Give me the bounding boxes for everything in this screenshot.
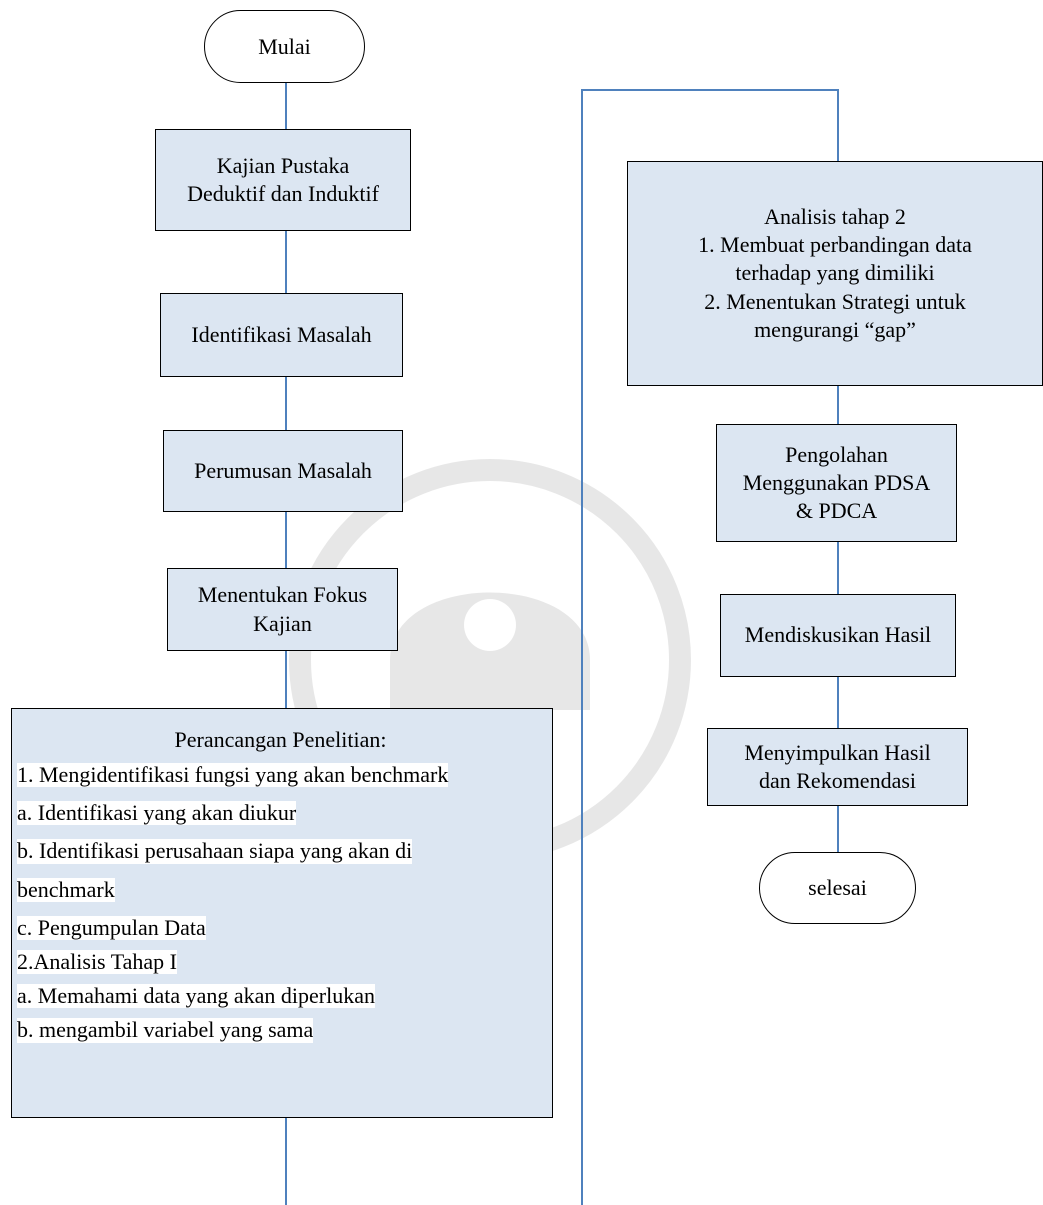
connector-step7-to-step8 — [837, 542, 839, 594]
connector-step4-to-step5 — [285, 651, 287, 708]
connector-start-to-step1 — [285, 83, 287, 129]
step-menentukan-fokus-line-2: Kajian — [253, 610, 312, 636]
connector-bridge-up — [581, 89, 583, 1205]
perancangan-item: 1. Mengidentifikasi fungsi yang akan ben… — [17, 762, 449, 788]
perancangan-item: a. Identifikasi yang akan diukur — [17, 800, 297, 826]
analisis-tahap-2-line-1: Analisis tahap 2 — [764, 204, 906, 230]
connector-step8-to-step9 — [837, 677, 839, 728]
connector-step3-to-step4 — [285, 512, 287, 568]
pengolahan-line-1: Pengolahan — [785, 441, 888, 467]
connector-step5-down — [285, 1118, 287, 1205]
connector-bridge-down — [837, 89, 839, 161]
connector-bridge-across — [581, 89, 839, 91]
step-identifikasi-masalah-label: Identifikasi Masalah — [191, 321, 372, 347]
analisis-tahap-2-line-2: 1. Membuat perbandingan data — [698, 232, 972, 258]
perancangan-item: benchmark — [17, 876, 115, 902]
step-identifikasi-masalah: Identifikasi Masalah — [160, 293, 403, 377]
perancangan-item: 2.Analisis Tahap I — [17, 948, 177, 975]
step-kajian-pustaka-line-1: Kajian Pustaka — [216, 152, 350, 178]
analisis-tahap-2-line-3: terhadap yang dimiliki — [735, 260, 935, 286]
step-menyimpulkan-hasil: Menyimpulkan Hasil dan Rekomendasi — [707, 728, 968, 806]
connector-step2-to-step3 — [285, 377, 287, 430]
perancangan-item: a. Memahami data yang akan diperlukan — [17, 983, 375, 1009]
perancangan-item: b. mengambil variabel yang sama — [17, 1017, 314, 1043]
mendiskusikan-hasil-label: Mendiskusikan Hasil — [744, 622, 932, 648]
step-pengolahan: Pengolahan Menggunakan PDSA & PDCA — [716, 424, 957, 542]
step-kajian-pustaka: Kajian Pustaka Deduktif dan Induktif — [155, 129, 411, 231]
menyimpulkan-hasil-line-1: Menyimpulkan Hasil — [744, 739, 931, 765]
step-menentukan-fokus-line-1: Menentukan Fokus — [197, 582, 368, 608]
step-perumusan-masalah-label: Perumusan Masalah — [194, 457, 372, 483]
perancangan-item: b. Identifikasi perusahaan siapa yang ak… — [17, 838, 413, 864]
connector-step1-to-step2 — [285, 231, 287, 293]
step-analisis-tahap-2: Analisis tahap 2 1. Membuat perbandingan… — [627, 161, 1043, 386]
analisis-tahap-2-line-4: 2. Menentukan Strategi untuk — [704, 288, 966, 314]
pengolahan-line-2: Menggunakan PDSA — [742, 469, 931, 495]
step-perumusan-masalah: Perumusan Masalah — [163, 430, 403, 512]
start-label: Mulai — [258, 33, 311, 59]
end-label: selesai — [808, 875, 867, 900]
menyimpulkan-hasil-line-2: dan Rekomendasi — [758, 768, 917, 793]
step-kajian-pustaka-line-2: Deduktif dan Induktif — [187, 181, 379, 206]
connector-step9-to-end — [837, 806, 839, 852]
perancangan-item: c. Pengumpulan Data — [17, 914, 206, 940]
step-mendiskusikan-hasil: Mendiskusikan Hasil — [720, 594, 956, 677]
end-terminator: selesai — [759, 852, 916, 924]
step-menentukan-fokus: Menentukan Fokus Kajian — [167, 568, 398, 651]
start-terminator: Mulai — [204, 10, 365, 83]
perancangan-heading: Perancangan Penelitian: — [174, 727, 387, 752]
pengolahan-line-3: & PDCA — [795, 498, 878, 524]
step-perancangan-penelitian: Perancangan Penelitian: 1. Mengidentifik… — [11, 708, 553, 1118]
connector-step6-to-step7 — [837, 386, 839, 424]
analisis-tahap-2-line-5: mengurangi “gap” — [754, 316, 916, 342]
